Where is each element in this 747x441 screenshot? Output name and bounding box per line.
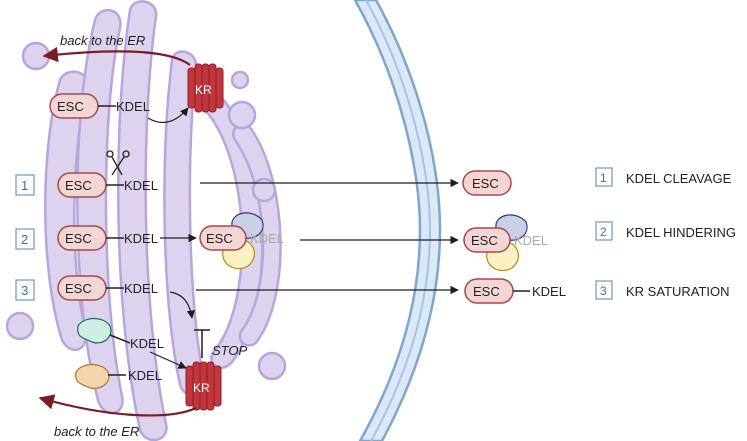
ligand-teal xyxy=(77,317,112,344)
kdel-label-ligand1: KDEL xyxy=(130,336,164,351)
kdel-hidden-label-secreted: KDEL xyxy=(514,233,548,248)
kdel-label-row1: KDEL xyxy=(124,178,158,193)
legend-number-1: 1 xyxy=(600,171,607,185)
step-number-box-2 xyxy=(15,228,35,250)
er-return-label-bottom: back to the ER xyxy=(54,424,139,439)
receptor-label-bottom: KR xyxy=(193,381,210,395)
ligand-tan xyxy=(75,363,110,389)
kdel-label-top: KDEL xyxy=(116,99,150,114)
esc-secreted-label-row3: ESC xyxy=(473,284,500,299)
er-return-label-top: back to the ER xyxy=(60,33,145,48)
esc-label-row2: ESC xyxy=(65,231,92,246)
blocked-complex-golgi xyxy=(199,212,264,270)
esc-secreted-label-row1: ESC xyxy=(472,176,499,191)
plasma-membrane xyxy=(353,0,442,441)
kdel-hidden-label-golgi: KDEL xyxy=(250,231,284,246)
esc-label-row2-secreted: ESC xyxy=(471,233,498,248)
legend: 1 KDEL CLEAVAGE 2 KDEL HINDERING 3 KR SA… xyxy=(595,167,736,300)
scissors-icon xyxy=(106,150,130,176)
step-number-1: 1 xyxy=(21,178,28,193)
legend-label-2: KDEL HINDERING xyxy=(626,225,736,240)
golgi-apparatus xyxy=(5,0,287,441)
inhibition-symbol xyxy=(194,329,210,358)
esc-label-row1: ESC xyxy=(65,178,92,193)
return-arrow-top xyxy=(42,46,191,66)
kdel-label-row2: KDEL xyxy=(124,231,158,246)
legend-number-2: 2 xyxy=(600,225,607,239)
binding-arrow-top xyxy=(147,107,189,123)
return-arrow-bottom xyxy=(38,394,197,417)
esc-secreted-row1 xyxy=(462,170,512,196)
kdel-label-ligand2: KDEL xyxy=(128,368,162,383)
esc-label-row3: ESC xyxy=(65,281,92,296)
legend-number-box-1 xyxy=(595,167,613,187)
stop-label: STOP xyxy=(212,343,247,358)
binding-attempt-arrow xyxy=(169,291,196,319)
kdel-receptor-top xyxy=(187,63,224,113)
blocked-complex-secreted xyxy=(463,214,528,272)
legend-number-box-3 xyxy=(595,280,613,300)
legend-number-3: 3 xyxy=(600,284,607,298)
kdel-label-row3: KDEL xyxy=(124,281,158,296)
kdel-receptor-bottom xyxy=(185,361,222,411)
kdel-secreted-label-row3: KDEL xyxy=(532,284,566,299)
step-number-box-3 xyxy=(15,279,35,301)
esc-label-top: ESC xyxy=(57,99,84,114)
step-number-2: 2 xyxy=(21,232,28,247)
step-number-box-1 xyxy=(15,174,35,196)
receptor-label-top: KR xyxy=(195,83,212,97)
esc-label-row2-golgi: ESC xyxy=(206,231,233,246)
legend-label-3: KR SATURATION xyxy=(626,284,730,299)
legend-number-box-2 xyxy=(595,221,613,241)
ligand-arrow xyxy=(149,351,187,369)
legend-label-1: KDEL CLEAVAGE xyxy=(626,171,732,186)
step-number-3: 3 xyxy=(21,283,28,298)
